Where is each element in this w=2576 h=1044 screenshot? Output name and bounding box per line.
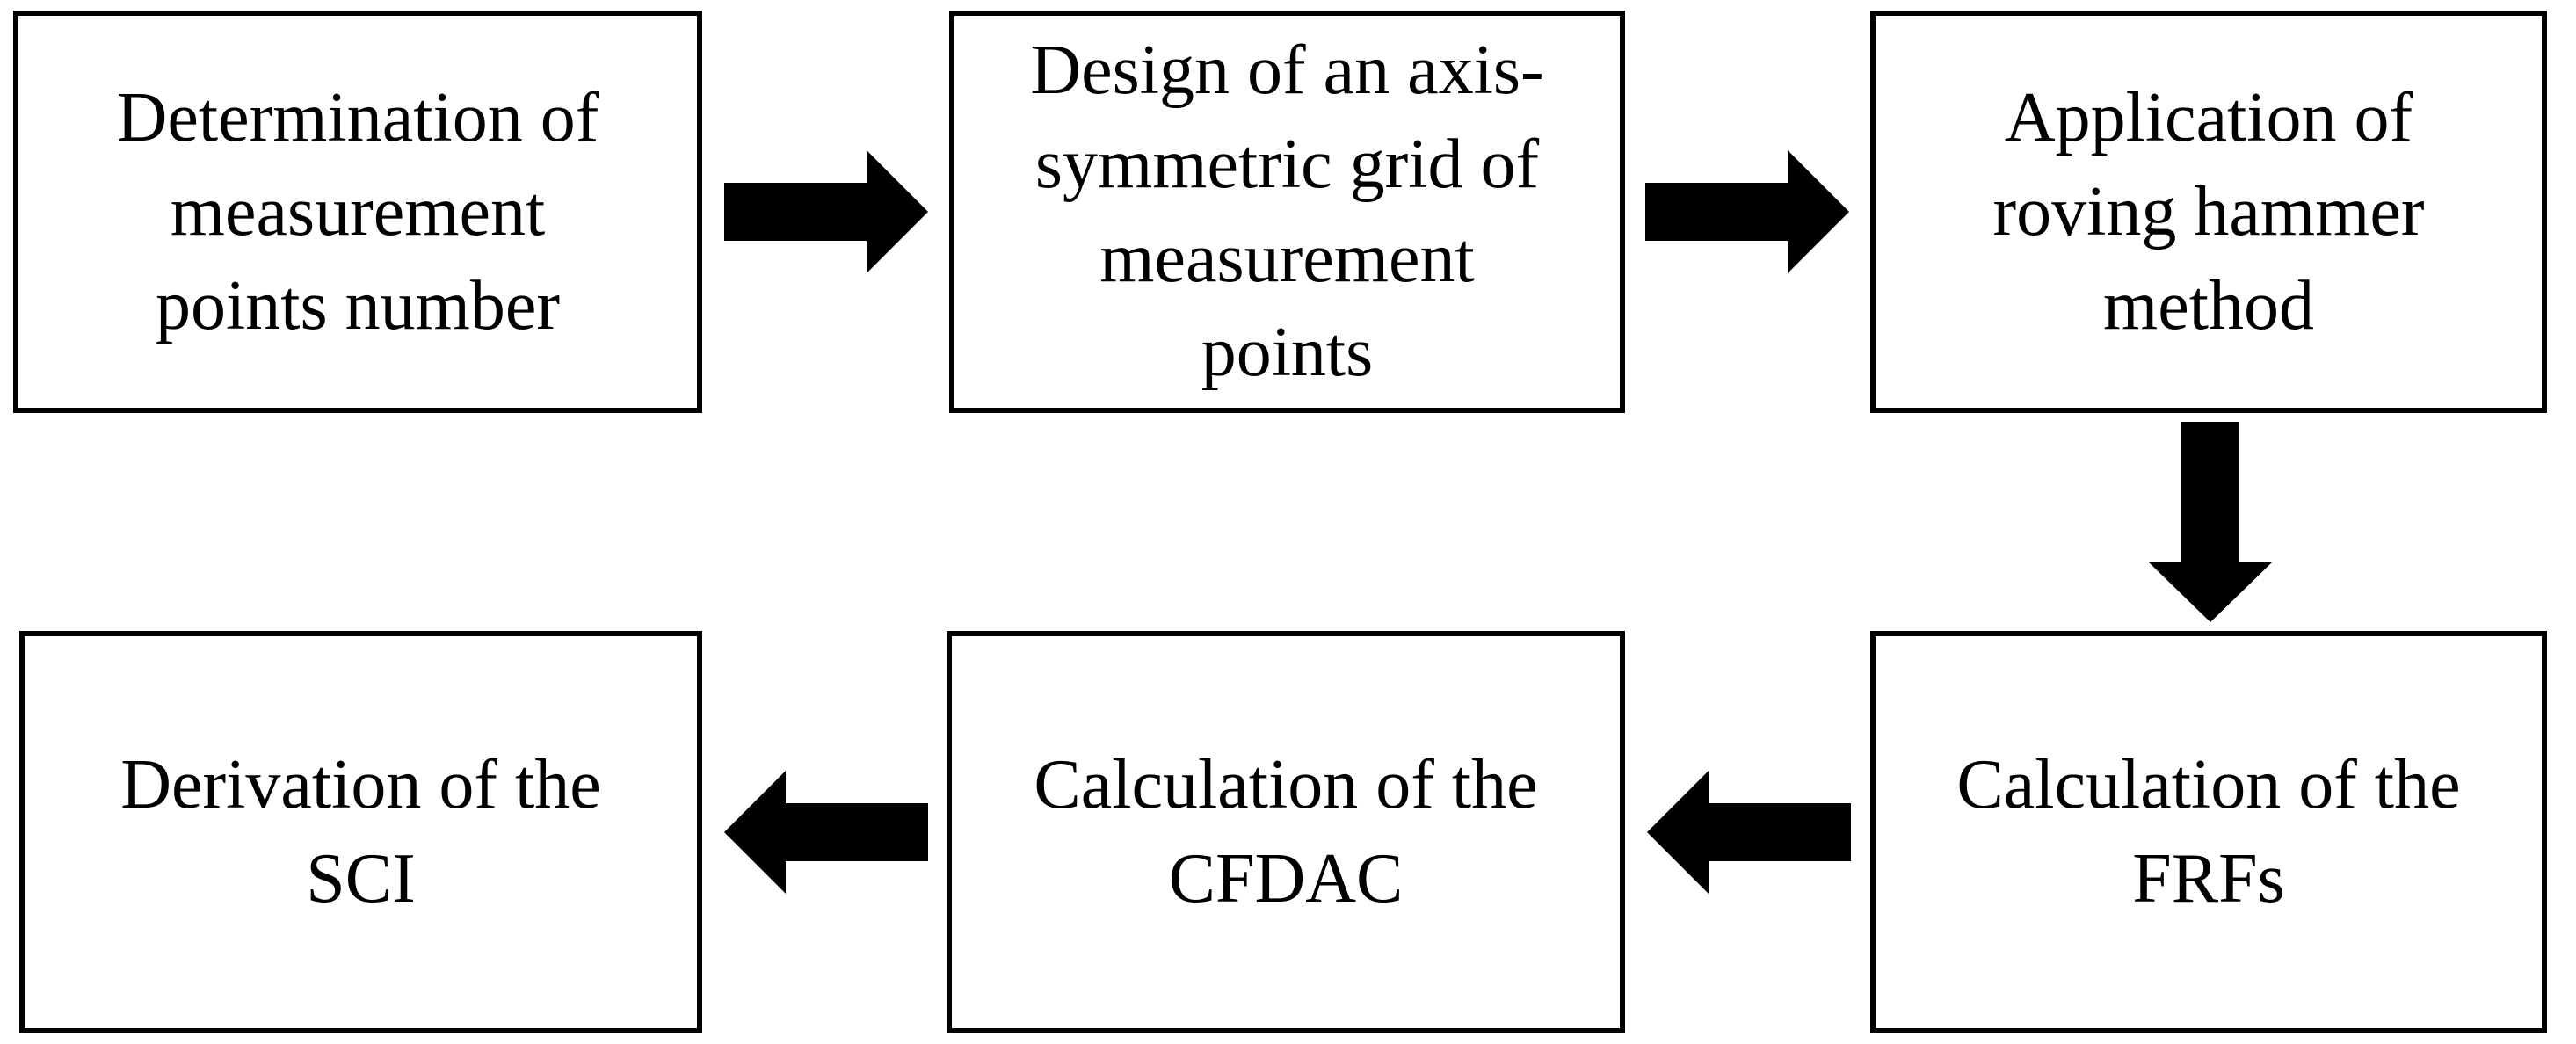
box-text-line: roving hammer <box>1992 172 2425 250</box>
flow-box-frfs: Calculation of the FRFs <box>1870 631 2547 1033</box>
arrow-shaft <box>1645 183 1788 241</box>
box-text-line: Calculation of the <box>1956 746 2461 823</box>
arrow-left-icon <box>724 771 928 894</box>
box-text-line: CFDAC <box>1168 840 1404 917</box>
box-text-line: method <box>2103 266 2314 344</box>
box-text-line: FRFs <box>2132 840 2285 917</box>
arrow-head <box>724 771 786 894</box>
arrow-right-icon <box>724 150 928 273</box>
flow-box-roving-hammer: Application of roving hammer method <box>1870 11 2547 413</box>
arrow-head <box>2149 562 2272 622</box>
arrow-shaft <box>786 803 928 861</box>
box-text-line: measurement <box>170 172 546 250</box>
box-text-line: Application of <box>2004 78 2413 156</box>
flow-box-cfdac: Calculation of the CFDAC <box>947 631 1625 1033</box>
box-text-line: Derivation of the <box>120 746 601 823</box>
flow-box-sci: Derivation of the SCI <box>19 631 702 1033</box>
arrow-head <box>1788 150 1849 273</box>
box-text-line: measurement <box>1099 220 1475 297</box>
arrow-shaft <box>1709 803 1851 861</box>
box-text-line: Determination of <box>116 78 599 156</box>
arrow-left-icon <box>1647 771 1851 894</box>
arrow-right-icon <box>1645 150 1849 273</box>
box-text-line: Calculation of the <box>1034 746 1538 823</box>
box-text-line: Design of an axis- <box>1030 32 1544 109</box>
arrow-head <box>1647 771 1709 894</box>
arrow-shaft <box>724 183 867 241</box>
flow-box-measurement-points-number: Determination of measurement points numb… <box>13 11 702 413</box>
box-text-line: points <box>1201 314 1374 391</box>
arrow-shaft <box>2181 422 2239 562</box>
flow-box-axis-symmetric-grid: Design of an axis- symmetric grid of mea… <box>949 11 1625 413</box>
arrow-down-icon <box>2149 422 2272 622</box>
box-text-line: points number <box>156 266 560 344</box>
box-text-line: SCI <box>306 840 416 917</box>
arrow-head <box>867 150 928 273</box>
box-text-line: symmetric grid of <box>1034 126 1540 203</box>
